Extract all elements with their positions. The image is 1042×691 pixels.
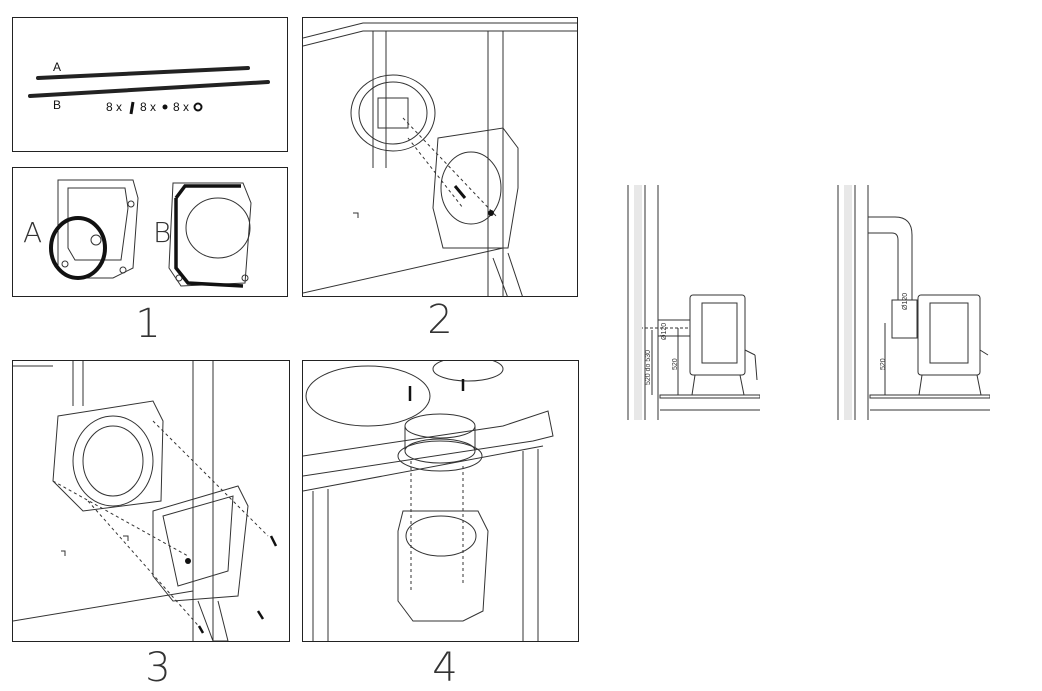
step-number: 3 xyxy=(145,645,171,691)
step-number: 4 xyxy=(432,645,458,691)
step-number: 1 xyxy=(135,301,161,347)
pin-quantity: 8 x xyxy=(106,100,123,114)
gasket-b-label: B xyxy=(153,216,172,249)
step-3-panel xyxy=(12,360,290,642)
step-2-panel xyxy=(302,17,578,297)
stove-elevation-drawing xyxy=(837,185,991,420)
rod-b-label: B xyxy=(53,98,62,112)
side-elevation-top-outlet: 520 Ø120 xyxy=(830,185,991,425)
stove-height-dimension: 520 xyxy=(880,358,887,370)
pipe-diameter-dimension: Ø120 xyxy=(902,292,909,310)
height-range-dimension: 520 do 530 xyxy=(645,349,652,385)
step-2-drawing xyxy=(303,22,577,296)
step-3-drawing xyxy=(13,361,278,641)
stove-elevation-drawing xyxy=(627,185,761,420)
gasket-a-label: A xyxy=(23,216,43,249)
gasket-drawing xyxy=(49,179,252,288)
pipe-diameter-dimension: Ø120 xyxy=(661,322,668,340)
parts-panel: A B 8 x 8 x 8 x xyxy=(12,17,288,152)
step-number: 2 xyxy=(427,297,453,343)
side-elevation-rear-outlet: 520 do 530 520 Ø120 xyxy=(620,185,761,425)
stove-height-dimension: 520 xyxy=(672,358,679,370)
washer-quantity: 8 x xyxy=(140,100,157,114)
step-4-panel xyxy=(302,360,579,642)
rod-a-label: A xyxy=(53,60,62,74)
rods-drawing xyxy=(28,66,270,115)
ring-quantity: 8 x xyxy=(173,100,190,114)
step-4-drawing xyxy=(303,361,554,641)
gasket-panel: A B xyxy=(12,167,288,297)
